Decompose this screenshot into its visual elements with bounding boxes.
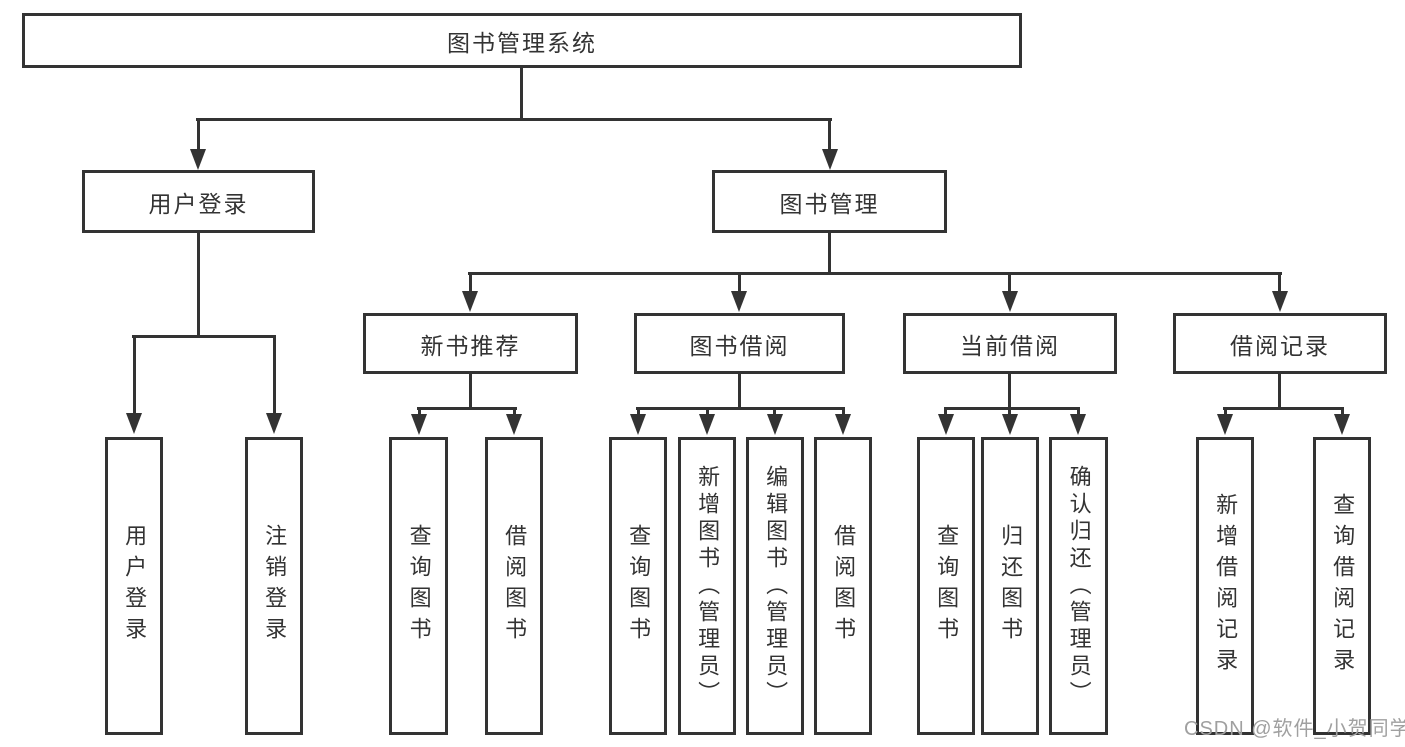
leaf-borrow-add-books: 新增图书（管理员） — [678, 437, 736, 735]
arrowhead-book-borrow — [731, 291, 747, 312]
leaf-newbooks-query-books-label: 查询图书 — [406, 524, 432, 648]
arrowhead-br-query — [1334, 414, 1350, 435]
connector-to-cb-confirm — [1077, 407, 1080, 415]
node-user-login: 用户登录 — [82, 170, 315, 233]
connector-records-hline — [1223, 407, 1344, 410]
connector-root-stem — [520, 68, 523, 120]
leaf-user-login-label: 用户登录 — [122, 524, 148, 648]
arrowhead-borrow-records — [1272, 291, 1288, 312]
arrowhead-bb-borrow — [835, 414, 851, 435]
arrowhead-bb-edit — [767, 414, 783, 435]
leaf-current-confirm-return: 确认归还（管理员） — [1049, 437, 1108, 735]
arrowhead-current-borrow — [1002, 291, 1018, 312]
connector-to-bb-query — [637, 407, 640, 415]
arrowhead-leaf-login — [126, 413, 142, 434]
leaf-current-return-books: 归还图书 — [981, 437, 1039, 735]
connector-book-borrow-stem — [738, 374, 741, 410]
leaf-current-confirm-return-label: 确认归还（管理员） — [1066, 464, 1092, 708]
leaf-current-return-books-label: 归还图书 — [998, 524, 1024, 648]
connector-to-br-query — [1341, 407, 1344, 415]
connector-book-mgmt-stem — [828, 233, 831, 274]
arrowhead-cb-query — [938, 414, 954, 435]
watermark-text: CSDN @软件_小贺同学 — [1184, 718, 1405, 740]
arrowhead-book-mgmt — [822, 149, 838, 170]
arrowhead-br-add — [1217, 414, 1233, 435]
connector-to-borrow-records — [1278, 272, 1281, 292]
leaf-newbooks-borrow-books: 借阅图书 — [485, 437, 543, 735]
arrowhead-cb-confirm — [1070, 414, 1086, 435]
connector-user-login-hline — [132, 335, 276, 338]
leaf-borrow-query-books-label: 查询图书 — [626, 524, 652, 648]
leaf-borrow-edit-books-label: 编辑图书（管理员） — [763, 464, 789, 708]
node-root: 图书管理系统 — [22, 13, 1022, 68]
node-borrow-records-label: 借阅记录 — [1230, 332, 1330, 359]
leaf-logout-label: 注销登录 — [262, 524, 288, 648]
node-book-management-label: 图书管理 — [779, 190, 880, 217]
node-new-book-recommend: 新书推荐 — [363, 313, 578, 374]
leaf-borrow-edit-books: 编辑图书（管理员） — [746, 437, 804, 735]
connector-to-current-borrow — [1008, 272, 1011, 292]
node-current-borrow: 当前借阅 — [903, 313, 1117, 374]
connector-to-new-books — [469, 272, 472, 292]
leaf-logout: 注销登录 — [245, 437, 303, 735]
leaf-current-query-books-label: 查询图书 — [934, 524, 960, 648]
arrowhead-leaf-logout — [266, 413, 282, 434]
leaf-borrow-query-books: 查询图书 — [609, 437, 667, 735]
connector-to-bb-add — [706, 407, 709, 415]
connector-to-book-mgmt — [828, 118, 831, 150]
connector-user-login-stem — [197, 233, 200, 337]
arrowhead-cb-return — [1002, 414, 1018, 435]
connector-to-user-login — [197, 118, 200, 150]
node-book-borrow-label: 图书借阅 — [689, 332, 790, 359]
leaf-borrow-borrow-books-label: 借阅图书 — [831, 524, 857, 648]
arrowhead-bb-query — [630, 414, 646, 435]
leaf-current-query-books: 查询图书 — [917, 437, 975, 735]
arrowhead-new-books — [462, 291, 478, 312]
leaf-newbooks-query-books: 查询图书 — [389, 437, 448, 735]
leaf-records-query-record-label: 查询借阅记录 — [1330, 493, 1356, 679]
connector-to-leaf-login — [133, 335, 136, 414]
connector-to-bb-borrow — [842, 407, 845, 415]
connector-new-books-stem — [469, 374, 472, 410]
connector-level3-hline — [468, 272, 1282, 275]
leaf-records-query-record: 查询借阅记录 — [1313, 437, 1371, 735]
connector-to-br-add — [1224, 407, 1227, 415]
leaf-user-login: 用户登录 — [105, 437, 163, 735]
leaf-records-add-record: 新增借阅记录 — [1196, 437, 1254, 735]
node-book-borrow: 图书借阅 — [634, 313, 845, 374]
connector-level2-hline — [196, 118, 832, 121]
node-current-borrow-label: 当前借阅 — [960, 332, 1060, 359]
connector-to-cb-query — [944, 407, 947, 415]
leaf-records-add-record-label: 新增借阅记录 — [1213, 493, 1239, 679]
node-book-management: 图书管理 — [712, 170, 947, 233]
connector-records-stem — [1278, 374, 1281, 410]
connector-current-borrow-stem — [1008, 374, 1011, 410]
connector-to-nb-query — [418, 407, 421, 415]
connector-to-leaf-logout — [273, 335, 276, 414]
leaf-borrow-borrow-books: 借阅图书 — [814, 437, 872, 735]
arrowhead-nb-query — [411, 414, 427, 435]
connector-to-cb-return — [1008, 407, 1011, 415]
node-root-label: 图书管理系统 — [447, 29, 597, 56]
leaf-borrow-add-books-label: 新增图书（管理员） — [695, 464, 721, 708]
connector-to-bb-edit — [773, 407, 776, 415]
connector-to-nb-borrow — [513, 407, 516, 415]
leaf-newbooks-borrow-books-label: 借阅图书 — [502, 524, 528, 648]
arrowhead-user-login — [190, 149, 206, 170]
connector-current-borrow-hline — [944, 407, 1080, 410]
node-user-login-label: 用户登录 — [148, 190, 249, 217]
connector-to-book-borrow — [738, 272, 741, 292]
arrowhead-nb-borrow — [506, 414, 522, 435]
node-borrow-records: 借阅记录 — [1173, 313, 1387, 374]
arrowhead-bb-add — [699, 414, 715, 435]
connector-new-books-hline — [417, 407, 517, 410]
connector-book-borrow-hline — [636, 407, 845, 410]
node-new-book-recommend-label: 新书推荐 — [420, 332, 521, 359]
